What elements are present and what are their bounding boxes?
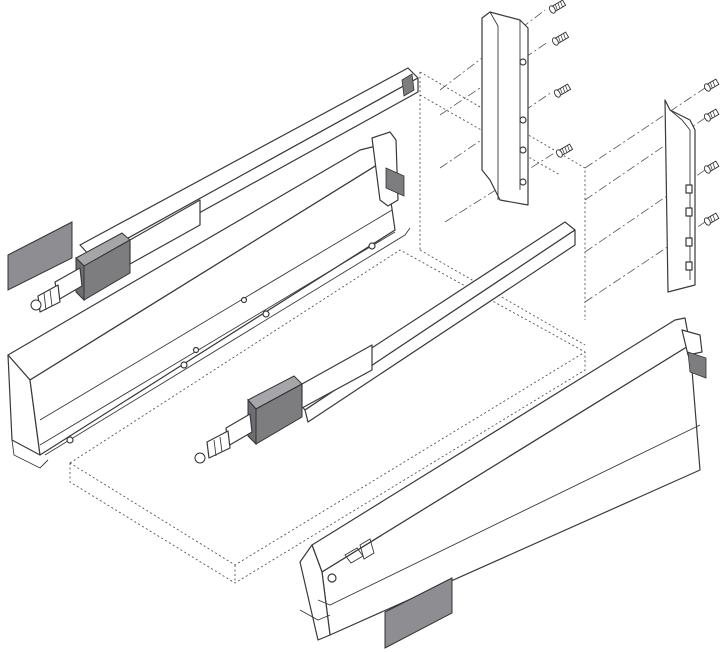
cover-cap-bottom (384, 577, 453, 649)
runner-connector (194, 413, 253, 464)
left-runner (30, 199, 201, 313)
cover-cap-left (7, 221, 73, 291)
drawer-bottom-panel (69, 249, 586, 584)
right-drawer-side (299, 317, 707, 641)
screw-icon (704, 212, 720, 226)
screw-icon (704, 160, 720, 174)
left-drawer-side (7, 131, 411, 469)
runner-connector (30, 267, 83, 313)
screw-icon (704, 78, 720, 92)
right-runner (194, 344, 373, 464)
screw-icon (549, 0, 567, 14)
screw-icon (556, 143, 574, 158)
screws (549, 0, 720, 226)
screw-icon (552, 31, 570, 46)
rear-bracket-left (481, 11, 529, 206)
rear-bracket-right (664, 99, 696, 293)
screw-icon (704, 108, 720, 122)
alignment-lines (439, 9, 706, 303)
screw-icon (554, 83, 572, 98)
